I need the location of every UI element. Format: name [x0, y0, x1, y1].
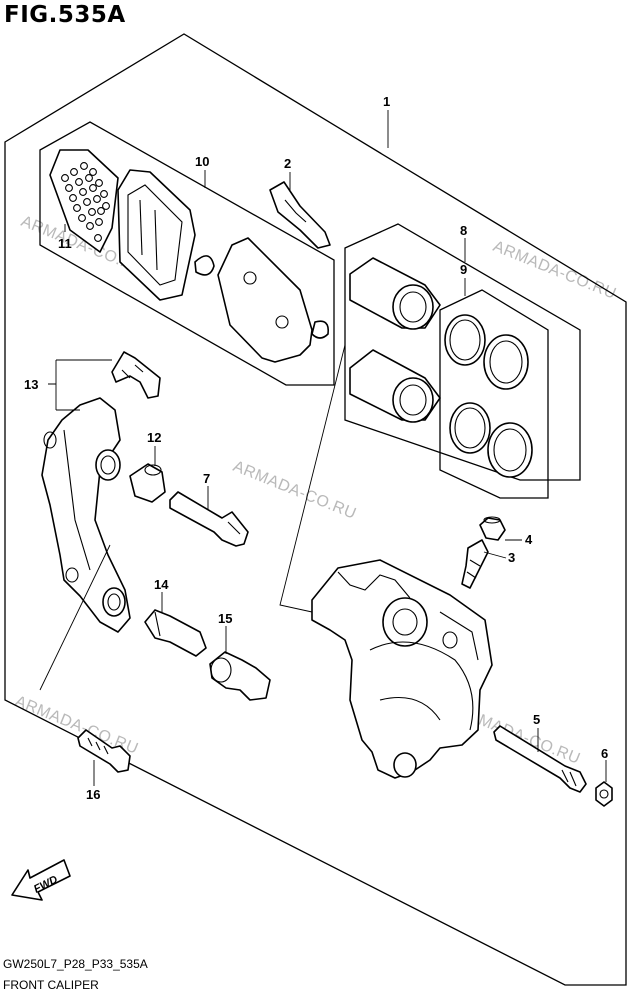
- diagram-code: GW250L7_P28_P33_535A: [3, 957, 148, 971]
- brake-pad-rear: [194, 237, 330, 363]
- callout-13: 13: [24, 377, 38, 392]
- callout-14: 14: [154, 577, 169, 592]
- slide-pin-boot: [129, 463, 166, 503]
- callout-5: 5: [533, 712, 540, 727]
- bolt-nut: [595, 781, 613, 807]
- callout-4: 4: [525, 532, 533, 547]
- diagram-caption: FRONT CALIPER: [3, 978, 99, 992]
- callout-8: 8: [460, 223, 467, 238]
- watermark: ARMADA-CO.RU: [231, 458, 359, 523]
- callout-12: 12: [147, 430, 161, 445]
- caliper-bolt: [493, 725, 587, 793]
- pad-kit-box: [39, 121, 335, 386]
- callout-1: 1: [383, 94, 390, 109]
- caliper-piston-lower: [349, 349, 441, 423]
- callout-3: 3: [508, 550, 515, 565]
- slide-pin-boot-lower: [209, 651, 271, 701]
- bleeder-cap: [479, 516, 506, 541]
- bleeder-valve: [461, 539, 489, 589]
- slide-pin-lower: [144, 609, 207, 657]
- assembly-outline: [4, 33, 627, 986]
- caliper-bracket: [41, 397, 131, 633]
- callout-7: 7: [203, 471, 210, 486]
- slide-pin: [169, 491, 249, 547]
- forward-direction-arrow: FWD: [11, 859, 71, 901]
- leader-lines: [39, 110, 607, 786]
- callout-2: 2: [284, 156, 291, 171]
- caliper-piston-upper: [349, 257, 441, 330]
- pad-spring: [269, 181, 331, 249]
- seal-kit-box: [439, 289, 549, 499]
- piston-seal-set: [444, 314, 533, 478]
- brake-pad-front: [117, 169, 196, 301]
- piston-kit-box: [344, 223, 581, 481]
- figure-title: FIG.535A: [4, 2, 126, 28]
- watermark-layer: ARMADA-CO.RU ARMADA-CO.RU ARMADA-CO.RU A…: [13, 213, 619, 768]
- bracket-clip: [111, 351, 161, 399]
- callout-11: 11: [58, 236, 72, 251]
- callout-15: 15: [218, 611, 232, 626]
- callout-10: 10: [195, 154, 209, 169]
- callout-numbers: 1 2 3 4 5 6 7 8 9 10 11 12 13 14 15 16: [24, 94, 608, 802]
- callout-16: 16: [86, 787, 100, 802]
- mounting-bolt: [77, 729, 131, 773]
- caliper-body: [311, 559, 493, 779]
- callout-9: 9: [460, 262, 467, 277]
- watermark: ARMADA-CO.RU: [491, 238, 619, 303]
- callout-6: 6: [601, 746, 608, 761]
- pad-shim: [49, 149, 119, 253]
